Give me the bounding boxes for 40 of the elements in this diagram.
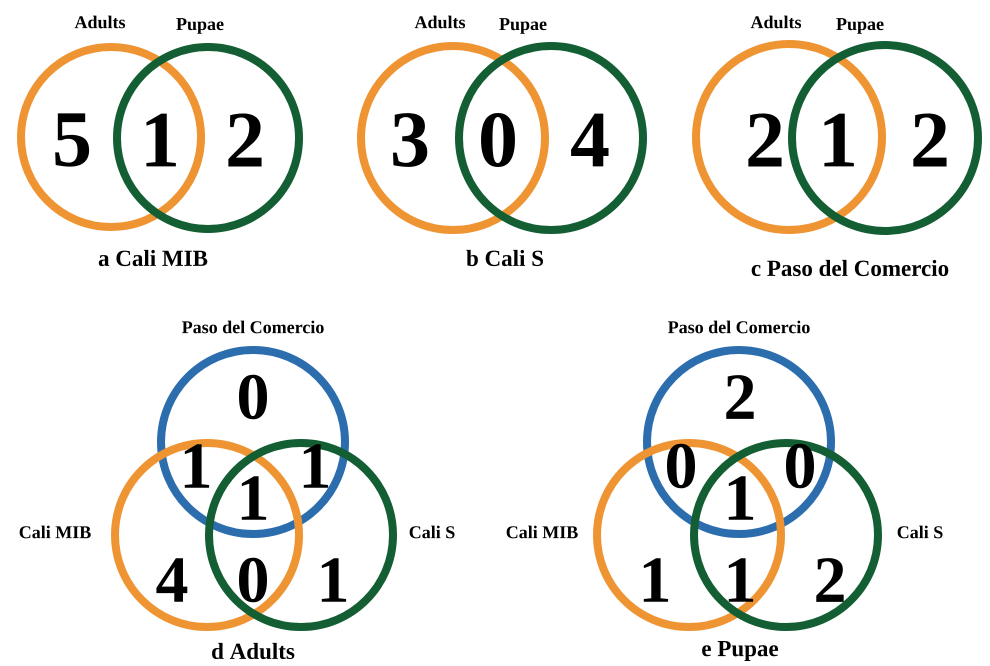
count-number: 1	[644, 558, 668, 602]
set-label: Adults	[414, 16, 466, 28]
set-label: Pupae	[499, 18, 547, 34]
set-label: Adults	[750, 16, 802, 28]
panel-caption: a Cali MIB	[98, 250, 208, 266]
count-number: 1	[728, 558, 754, 602]
count-number: 2	[816, 558, 844, 602]
count-number: 4	[156, 558, 188, 602]
panel-caption: d Adults	[212, 642, 294, 660]
count-number: 4	[571, 114, 609, 166]
count-number: 2	[726, 375, 754, 419]
set-label: Pupae	[836, 18, 884, 34]
set-label: Paso del Comercio	[182, 320, 324, 334]
count-number: 1	[824, 114, 854, 166]
count-number: 1	[304, 444, 328, 488]
count-number: 1	[322, 558, 346, 602]
count-number: 0	[667, 444, 695, 488]
count-number: 1	[184, 444, 210, 488]
count-number: 2	[748, 114, 782, 166]
count-number: 1	[146, 114, 176, 166]
count-number: 3	[393, 113, 428, 167]
count-number: 0	[786, 444, 814, 488]
count-number: 0	[481, 113, 515, 167]
count-number: 5	[55, 113, 90, 167]
set-label: Cali S	[898, 526, 942, 538]
panel-caption: b Cali S	[466, 250, 544, 266]
count-number: 1	[242, 476, 266, 520]
count-number: 0	[239, 558, 267, 602]
count-number: 0	[239, 374, 267, 420]
set-label: Adults	[74, 16, 126, 28]
count-number: 2	[913, 114, 947, 166]
panel-caption: e Pupae	[702, 641, 778, 661]
set-label: Paso del Comercio	[668, 320, 810, 334]
panel-caption: c Paso del Comercio	[752, 260, 948, 276]
count-number: 2	[228, 114, 262, 166]
set-label: Cali MIB	[506, 526, 578, 538]
count-number: 1	[728, 476, 754, 520]
set-label: Cali S	[410, 526, 454, 538]
set-label: Pupae	[176, 18, 224, 34]
set-label: Cali MIB	[20, 526, 91, 538]
